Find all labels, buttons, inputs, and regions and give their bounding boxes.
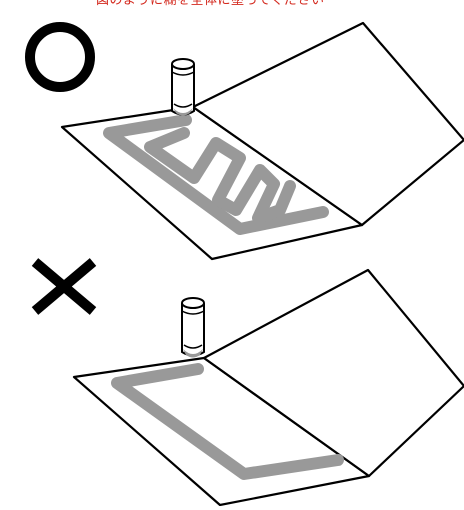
correct-example <box>30 23 464 259</box>
incorrect-mark-cross-icon <box>35 262 93 311</box>
glue-stick-icon <box>172 59 194 116</box>
incorrect-example <box>35 262 464 505</box>
instruction-caption: 図のように糊を全体に塗ってください <box>96 0 464 9</box>
glue-stick-icon <box>182 298 204 358</box>
correct-mark-circle-icon <box>30 27 90 87</box>
